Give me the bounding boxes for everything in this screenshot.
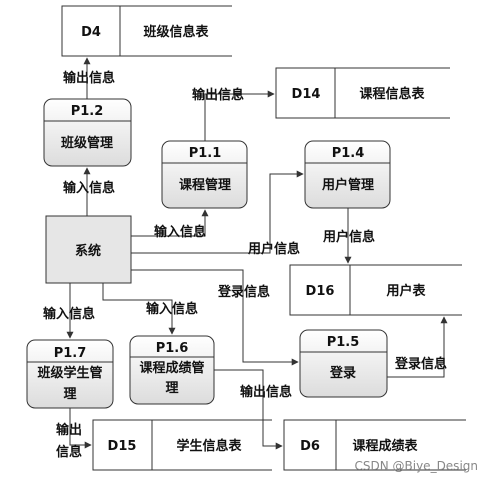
process-p12: P1.2 班级管理 <box>43 98 132 167</box>
label-output-p11: 输出信息 <box>192 87 244 103</box>
store-d15-name: 学生信息表 <box>176 438 242 454</box>
flow-system-to-p16 <box>102 283 176 335</box>
flow-labels: 输出信息 输入信息 输出信息 输入信息 用户信息 用户信息 登录信息 登录信息 … <box>43 70 447 460</box>
label-output-p17-line2: 信息 <box>56 444 82 460</box>
flow-p15-to-d16 <box>387 316 448 378</box>
process-p14-id: P1.4 <box>332 146 365 161</box>
flow-p17-to-d15 <box>69 408 92 449</box>
store-d16: D16 用户表 <box>289 264 462 316</box>
flow-system-to-p15 <box>131 269 299 366</box>
store-d14-name: 课程信息表 <box>359 86 425 102</box>
process-p15: P1.5 登录 <box>299 329 388 398</box>
process-p16-name-line1: 课程成绩管 <box>139 360 204 376</box>
label-p14-to-d16: 用户信息 <box>322 229 375 245</box>
process-p14: P1.4 用户管理 <box>304 140 391 209</box>
process-p17-name-line1: 班级学生管 <box>37 365 102 381</box>
label-output-p17-line1: 输出 <box>56 422 82 438</box>
label-input-p16: 输入信息 <box>146 301 198 317</box>
store-d4-id: D4 <box>81 25 101 40</box>
store-d6: D6 课程成绩表 <box>283 419 466 471</box>
label-input-p12: 输入信息 <box>63 180 115 196</box>
flow-p16-to-d6 <box>214 369 283 450</box>
process-p15-id: P1.5 <box>327 335 360 350</box>
flow-system-to-p11 <box>131 209 209 237</box>
store-d15-id: D15 <box>108 439 137 454</box>
store-d4: D4 班级信息表 <box>61 5 232 57</box>
store-d4-name: 班级信息表 <box>143 24 209 40</box>
label-input-p17: 输入信息 <box>43 306 95 322</box>
store-d14-id: D14 <box>292 87 321 102</box>
label-p15-to-d16: 登录信息 <box>394 356 447 372</box>
process-p17: P1.7 班级学生管 理 <box>26 339 114 409</box>
process-p12-name: 班级管理 <box>61 135 113 151</box>
store-d15: D15 学生信息表 <box>92 419 272 471</box>
store-d14: D14 课程信息表 <box>275 67 450 119</box>
flow-lines <box>66 57 448 450</box>
flow-system-to-p14 <box>131 170 304 254</box>
process-p17-name-line2: 理 <box>63 387 76 402</box>
process-p12-id: P1.2 <box>71 104 104 119</box>
watermark: CSDN @Biye_Design <box>354 459 478 473</box>
flow-p11-to-d14 <box>204 90 275 141</box>
store-d16-id: D16 <box>306 284 335 299</box>
process-p14-name: 用户管理 <box>321 177 374 193</box>
label-input-p11: 输入信息 <box>154 224 206 240</box>
system-entity: 系统 <box>45 215 132 284</box>
process-p16-name-line2: 理 <box>165 381 178 396</box>
process-p11-name: 课程管理 <box>179 177 231 193</box>
process-p16: P1.6 课程成绩管 理 <box>129 335 215 405</box>
label-output-p12: 输出信息 <box>63 70 115 86</box>
label-user-to-p14: 用户信息 <box>247 241 300 257</box>
process-p17-id: P1.7 <box>54 346 87 361</box>
store-d16-name: 用户表 <box>385 283 426 299</box>
store-d6-id: D6 <box>300 439 320 454</box>
process-p11: P1.1 课程管理 <box>161 140 248 209</box>
process-p16-id: P1.6 <box>156 341 189 356</box>
system-name: 系统 <box>75 243 101 259</box>
label-output-p16: 输出信息 <box>240 384 292 400</box>
label-login-to-p15: 登录信息 <box>217 284 270 300</box>
store-d6-name: 课程成绩表 <box>352 438 418 454</box>
process-p15-name: 登录 <box>329 365 356 381</box>
process-p11-id: P1.1 <box>189 146 222 161</box>
